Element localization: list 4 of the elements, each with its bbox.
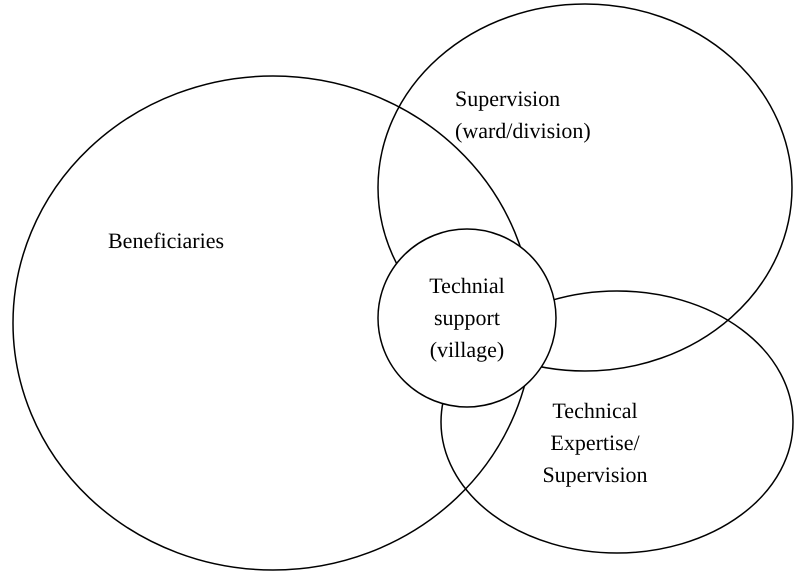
- set-label: Technical Expertise/ Supervision: [541, 397, 649, 489]
- set-label: Beneficiaries: [108, 227, 226, 255]
- set-label: Supervision (ward/division): [455, 85, 592, 145]
- set-label: Technial support (village): [428, 272, 506, 364]
